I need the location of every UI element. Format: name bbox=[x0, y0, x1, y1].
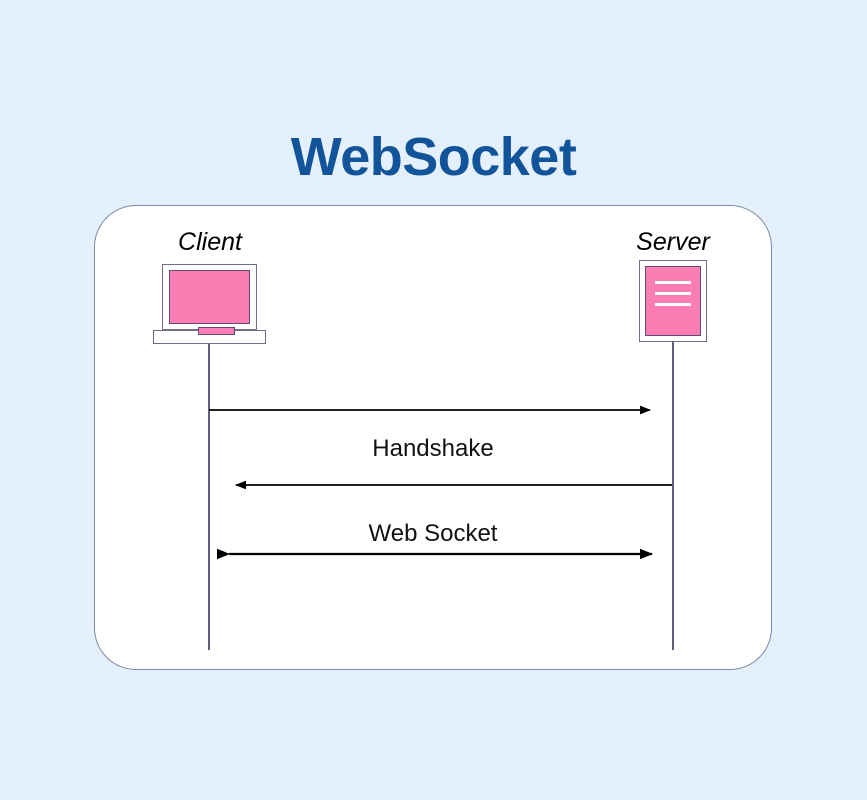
server-rack-line bbox=[655, 281, 691, 284]
server-rack-line bbox=[655, 303, 691, 306]
message-label-web-socket: Web Socket bbox=[368, 520, 498, 547]
lifeline-server bbox=[672, 342, 674, 650]
laptop-lid bbox=[162, 264, 257, 330]
server-body bbox=[645, 266, 701, 336]
server-rack-line bbox=[655, 292, 691, 295]
message-label-handshake: Handshake bbox=[372, 435, 494, 462]
laptop-trackpad bbox=[198, 327, 235, 335]
actor-label-server: Server bbox=[636, 228, 710, 256]
laptop-screen bbox=[169, 270, 250, 324]
page-title: WebSocket bbox=[290, 127, 577, 187]
lifeline-client bbox=[208, 344, 210, 650]
server-icon bbox=[639, 260, 707, 342]
actor-label-client: Client bbox=[178, 228, 242, 256]
laptop-icon bbox=[153, 264, 266, 344]
